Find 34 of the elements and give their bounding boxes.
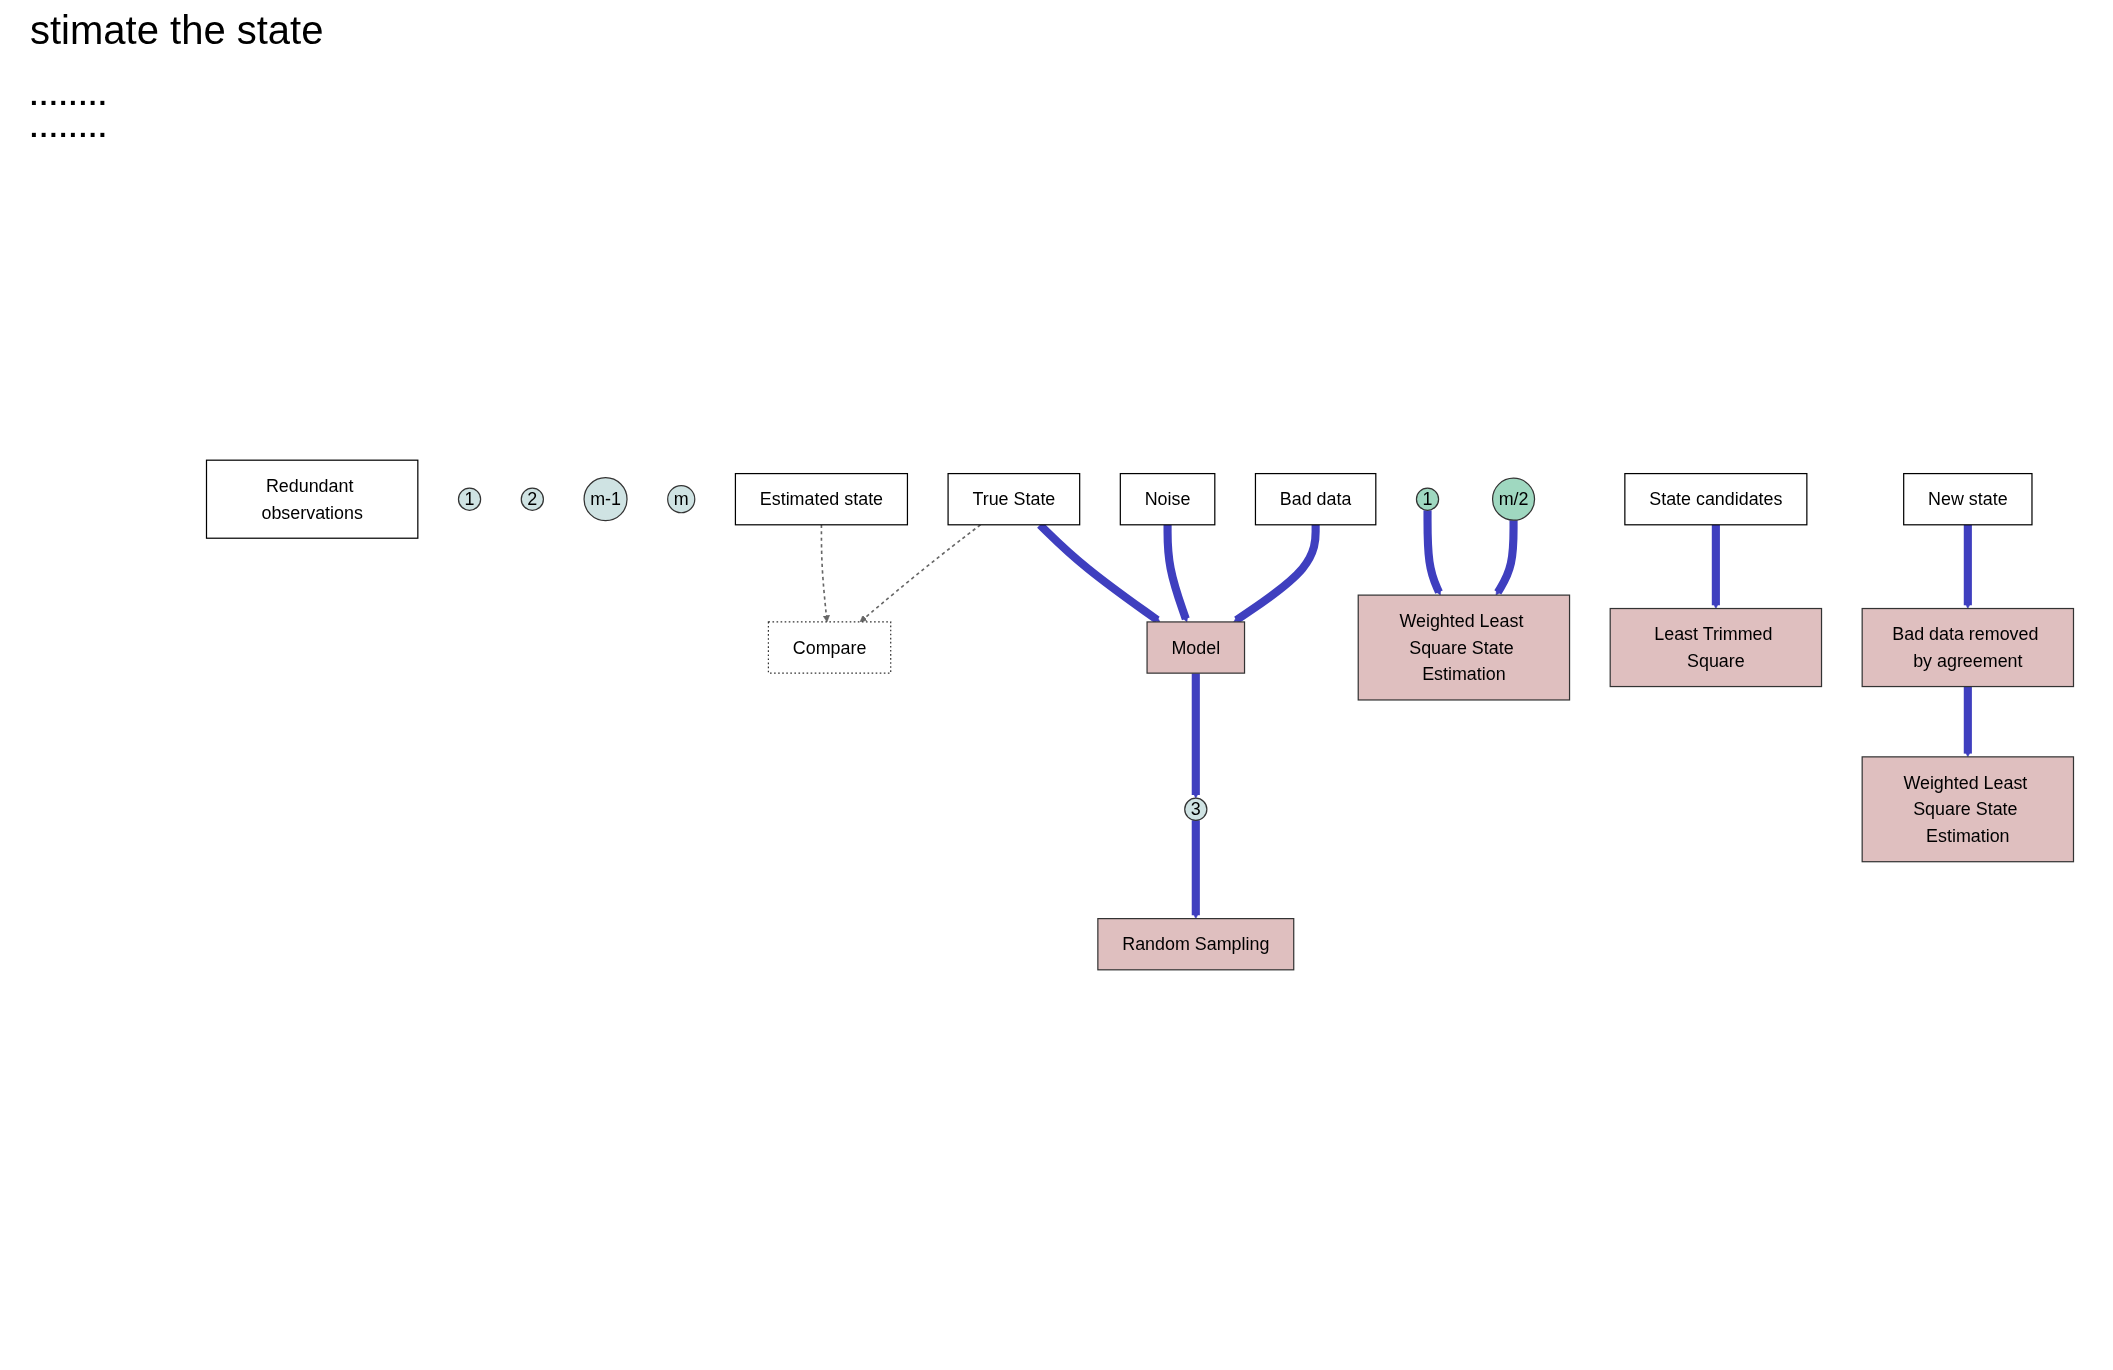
node-box: Estimated state: [734, 472, 909, 526]
arrow: [1191, 820, 1200, 919]
node-box: Bad data: [1254, 472, 1377, 526]
node-circle: 2: [520, 487, 544, 511]
arrow: [1711, 524, 1720, 609]
node-box: Redundant observations: [205, 459, 419, 539]
arrow: [1191, 673, 1200, 799]
arrow: [1494, 520, 1518, 596]
arrow: [820, 524, 830, 623]
diagram-title: stimate the state: [30, 8, 325, 53]
node-circle: m-1: [583, 477, 628, 522]
ellipsis-dots: ........: [30, 80, 109, 112]
node-box: Random Sampling: [1097, 918, 1295, 971]
node-box: Weighted Least Square State Estimation: [1861, 756, 2075, 863]
arrow: [1963, 686, 1972, 758]
node-box: Bad data removed by agreement: [1861, 607, 2075, 688]
node-box: Weighted Least Square State Estimation: [1357, 594, 1571, 701]
ellipsis-dots: ........: [30, 112, 109, 144]
node-box: True State: [947, 472, 1081, 526]
node-circle: 3: [1184, 797, 1208, 821]
node-box: Compare: [767, 621, 892, 674]
node-box: New state: [1903, 472, 2033, 526]
arrow: [859, 524, 982, 623]
arrow: [1163, 524, 1190, 623]
node-box: Least Trimmed Square: [1609, 607, 1823, 688]
node-box: Model: [1146, 621, 1246, 674]
arrow: [1423, 510, 1443, 596]
node-box: Noise: [1119, 472, 1216, 526]
node-circle: m/2: [1491, 477, 1536, 521]
node-circle: m: [667, 485, 696, 514]
node-circle: 1: [1415, 487, 1440, 511]
node-circle: 1: [457, 487, 482, 511]
node-box: State candidates: [1624, 472, 1808, 526]
arrow: [1963, 524, 1972, 609]
